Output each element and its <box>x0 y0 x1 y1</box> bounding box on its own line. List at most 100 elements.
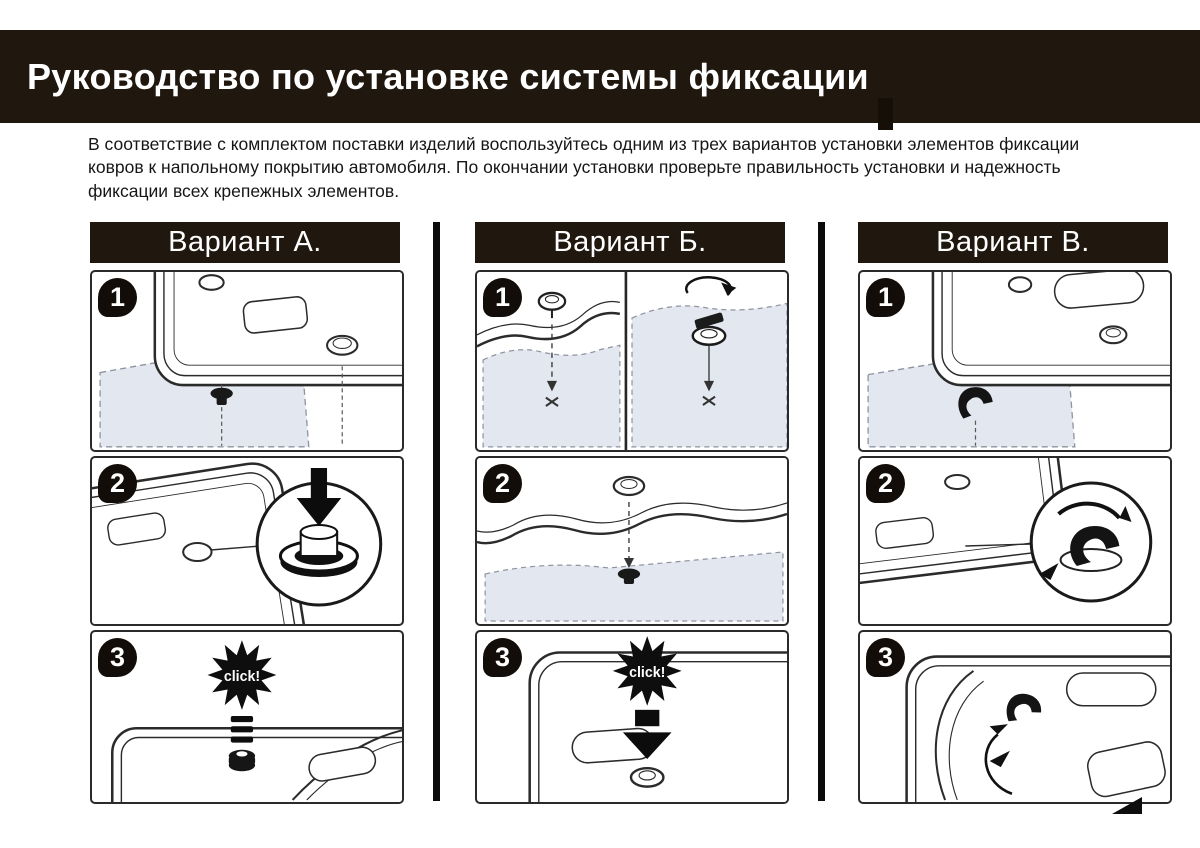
illustration-b1-position-and-screw <box>477 272 787 450</box>
fixation-clip-detail <box>278 524 359 577</box>
variant-c-step-1-panel: 1 <box>858 270 1172 452</box>
mat-grommet <box>1099 325 1128 345</box>
illustration-c1-mat-over-hook <box>867 272 1170 448</box>
step-2-badge: 2 <box>98 464 137 503</box>
floor-mat-edge <box>477 512 787 545</box>
fixation-clip-seated <box>228 749 256 772</box>
mat-contour <box>934 670 975 801</box>
pointer-arrow-icon <box>1039 563 1059 580</box>
step-number: 2 <box>109 468 126 498</box>
step-2-badge: 2 <box>483 464 522 503</box>
mat-grommet-2 <box>198 274 225 291</box>
press-down-arrow-icon <box>622 709 672 759</box>
step-3-badge: 3 <box>98 638 137 677</box>
step-1-badge: 1 <box>483 278 522 317</box>
page-title: Руководство по установке системы фиксаци… <box>27 55 869 97</box>
click-label: click! <box>224 669 260 685</box>
variant-b-step-3-panel: 3 click! <box>475 630 789 804</box>
callout-line <box>965 543 1033 547</box>
mat-slot <box>107 512 167 546</box>
variant-b-step-1-panel: 1 <box>475 270 789 452</box>
arrow-down-icon <box>623 558 635 568</box>
variant-a-step-3-panel: 3 click! <box>90 630 404 804</box>
column-divider-2 <box>818 222 825 801</box>
target-x-mark <box>545 396 559 407</box>
step-number: 3 <box>877 642 894 672</box>
step-number: 1 <box>494 282 511 312</box>
step-number: 2 <box>877 468 894 498</box>
step-number: 1 <box>109 282 126 312</box>
carpet-area-left <box>482 344 621 448</box>
floor-mat <box>528 651 787 802</box>
step-3-badge: 3 <box>866 638 905 677</box>
clip-base <box>1059 548 1123 572</box>
step-number: 2 <box>494 468 511 498</box>
variant-a-label: Вариант А. <box>168 226 322 258</box>
illustration-b2-align-mat <box>477 458 787 622</box>
step-2-badge: 2 <box>866 464 905 503</box>
pull-cord-arrow <box>984 724 1013 796</box>
press-down-arrow-icon <box>296 468 342 526</box>
variant-b-label: Вариант Б. <box>553 226 707 258</box>
variant-c-header: Вариант В. <box>858 222 1168 263</box>
floor-mat-left-edge-inner <box>477 300 620 336</box>
arrow-down-icon-2 <box>703 380 715 392</box>
mat-slot <box>1065 672 1157 707</box>
title-end-block <box>877 98 893 130</box>
step-number: 3 <box>109 642 126 672</box>
step-number: 1 <box>877 282 894 312</box>
mat-slot-2 <box>1087 741 1166 798</box>
mat-grommet <box>944 474 971 490</box>
fixation-hook <box>958 387 993 419</box>
mat-grommet <box>629 766 665 788</box>
fixation-clip <box>537 291 567 319</box>
variant-c-step-2-panel: 2 <box>858 456 1172 626</box>
step-3-badge: 3 <box>483 638 522 677</box>
zoom-circle <box>1029 481 1153 603</box>
illustration-a2-press-clip-zoom <box>92 462 383 624</box>
fixation-clip <box>617 568 641 584</box>
illustration-c2-hook-rotate-zoom <box>860 458 1153 603</box>
pointer-arrow-icon <box>989 750 1010 768</box>
column-divider-1 <box>433 222 440 801</box>
rotate-arrow-icon <box>1057 501 1132 522</box>
mat-grommet <box>182 542 213 562</box>
illustration-c3-hook-through-mat <box>905 655 1170 802</box>
mat-slot <box>875 517 935 549</box>
mat-slot <box>242 296 309 334</box>
target-x-mark-2 <box>702 395 716 406</box>
fixation-hook <box>1006 693 1042 722</box>
illustration-a3-click-lock: click! <box>111 640 402 802</box>
carpet-area <box>484 551 784 622</box>
click-label: click! <box>629 665 665 681</box>
fixation-hook <box>1070 526 1120 566</box>
variant-b-header: Вариант Б. <box>475 222 785 263</box>
step-1-badge: 1 <box>98 278 137 317</box>
fixation-clip <box>210 387 233 405</box>
variant-b-step-2-panel: 2 <box>475 456 789 626</box>
arrow-down-icon <box>546 380 558 392</box>
click-burst-icon: click! <box>207 640 277 710</box>
rotate-arrow-icon <box>685 276 737 297</box>
header-bar: Руководство по установке системы фиксаци… <box>0 30 1200 130</box>
mat-grommet-2 <box>1007 276 1033 293</box>
step-number: 3 <box>494 642 511 672</box>
variant-a-header: Вариант А. <box>90 222 400 263</box>
floor-mat-fill <box>477 458 787 544</box>
floor-mat-edge-inner <box>477 502 787 533</box>
illustration-b3-click-lock: click! <box>528 636 787 802</box>
illustration-a1-mat-over-carpet <box>99 272 402 448</box>
mat-contour-inner <box>948 680 984 801</box>
step-1-badge: 1 <box>866 278 905 317</box>
click-burst-icon: click! <box>612 636 682 706</box>
press-dashes-icon <box>230 715 254 743</box>
callout-line <box>210 545 261 551</box>
variant-a-step-1-panel: 1 <box>90 270 404 452</box>
variant-a-step-2-panel: 2 <box>90 456 404 626</box>
variant-c-step-3-panel: 3 <box>858 630 1172 804</box>
mat-slot <box>308 746 377 782</box>
screw-clip <box>691 312 727 347</box>
mat-grommet <box>612 475 646 497</box>
mat-slot <box>1053 272 1145 309</box>
intro-text: В соответствие с комплектом поставки изд… <box>88 134 1080 201</box>
